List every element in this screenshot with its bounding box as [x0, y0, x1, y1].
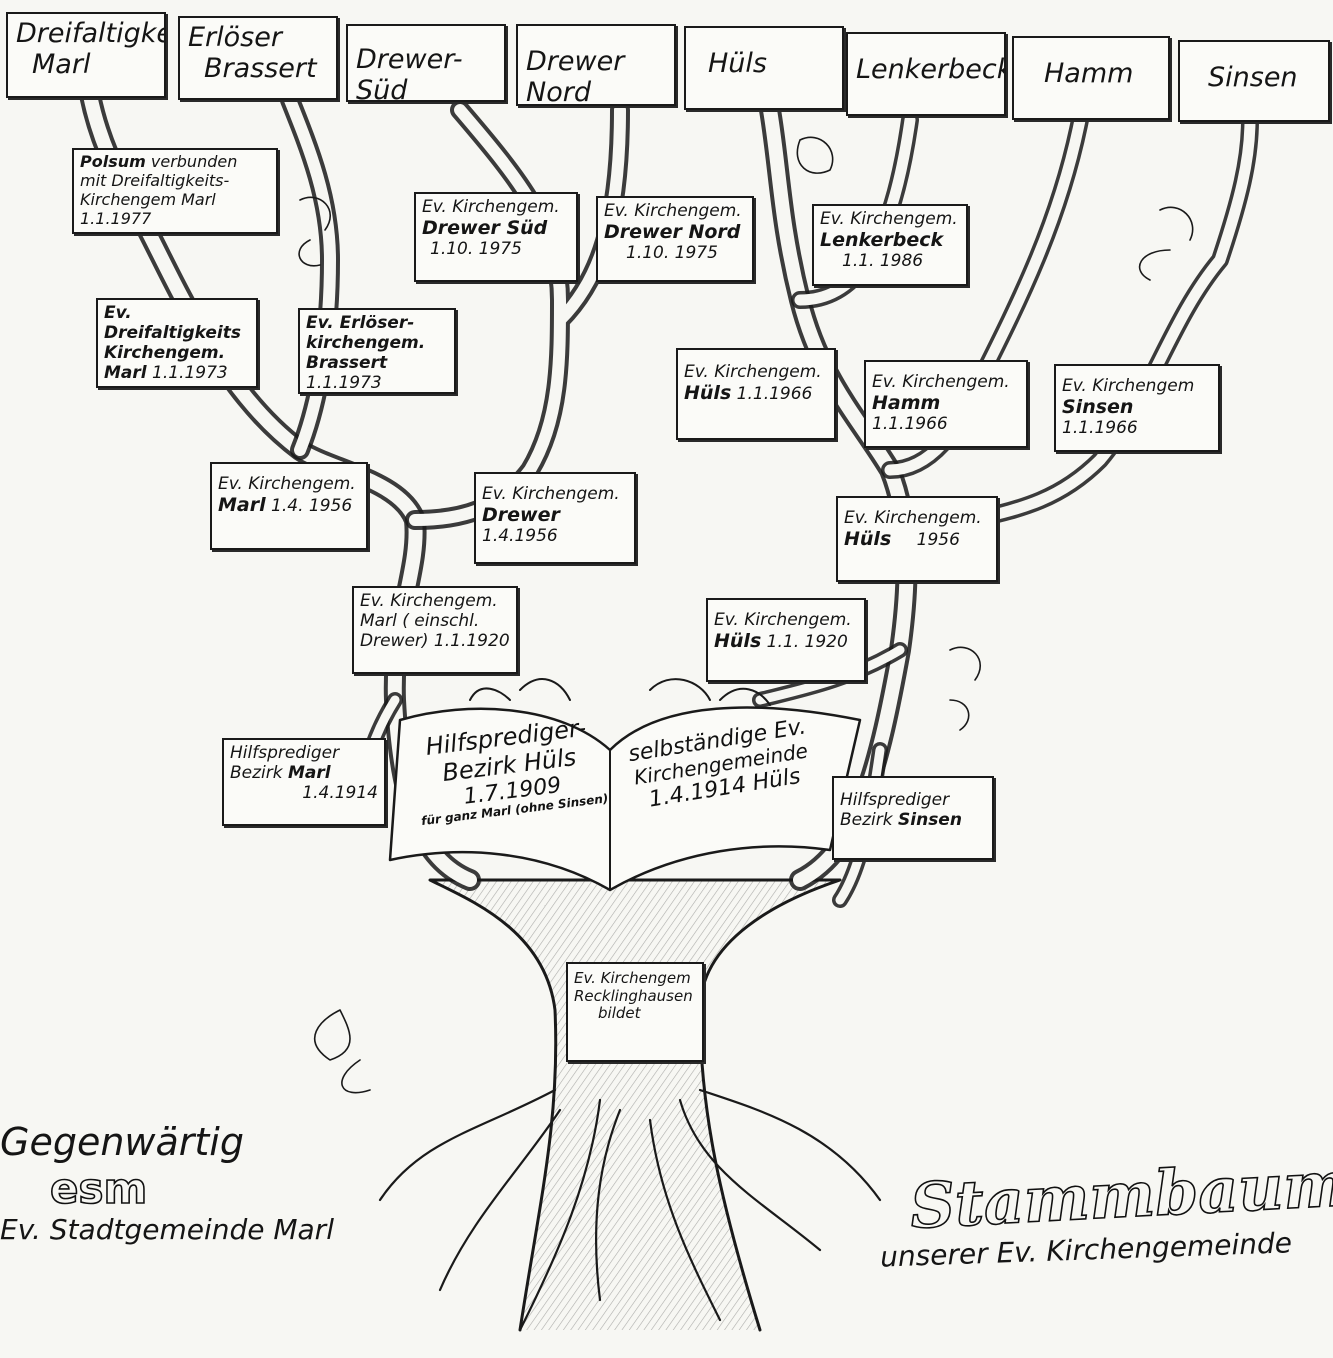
top-box-lenkerbeck: Lenkerbeck [846, 32, 1006, 116]
top-box-line2: Marl [16, 49, 156, 80]
node-bold2: kirchengem. [306, 333, 448, 353]
node-bold: Hamm [872, 392, 940, 414]
node-date: 1.4. 1956 [266, 496, 353, 516]
node-line2: mit Dreifaltigkeits- [80, 172, 270, 191]
top-box-dreifaltigkeit: Dreifaltigkeit Marl [6, 12, 166, 98]
node-lenkerbeck-1986: Ev. Kirchengem. Lenkerbeck 1.1. 1986 [812, 204, 968, 286]
node-date: 1.4.1956 [482, 526, 558, 546]
top-box-huels: Hüls [684, 26, 844, 110]
top-box-line1: Sinsen [1188, 62, 1320, 93]
node-line1: Ev. Kirchengem [1062, 376, 1212, 396]
top-box-line1: Hüls [694, 48, 834, 79]
node-bold: Sinsen [898, 810, 962, 830]
top-box-line1: Hamm [1022, 58, 1160, 89]
node-line3: bildet [574, 1005, 696, 1023]
node-bold: Lenkerbeck [820, 229, 960, 251]
node-bold: Sinsen [1062, 396, 1133, 418]
node-line1: Ev. Kirchengem [574, 970, 696, 988]
top-box-line1: Drewer Nord [526, 46, 666, 106]
node-line1: Hilfsprediger [230, 743, 378, 763]
node-line1: Ev. Kirchengem. [872, 372, 1020, 392]
node-marl-1956: Ev. Kirchengem. Marl 1.4. 1956 [210, 462, 368, 550]
node-line3: 1.4.1914 [230, 783, 378, 803]
node-date: 1.1.1973 [147, 363, 228, 383]
node-line1: Ev. Kirchengem. [820, 209, 960, 229]
top-box-line2: Brassert [188, 53, 328, 84]
node-line1: verbunden [146, 152, 238, 171]
node-huels-1966: Ev. Kirchengem. Hüls 1.1.1966 [676, 348, 836, 440]
node-bold: Marl [218, 494, 266, 516]
top-box-erloeser: Erlöser Brassert [178, 16, 338, 100]
node-line1: Ev. Kirchengem. [482, 484, 628, 504]
node-line1: Hilfsprediger [840, 790, 986, 810]
node-line2: Marl ( einschl. [360, 611, 510, 631]
node-bold: Drewer Süd [422, 217, 570, 239]
node-line1: Ev. Kirchengem. [218, 474, 360, 494]
top-box-drewer-nord: Drewer Nord [516, 24, 676, 106]
legend-current: Gegenwärtig esm Ev. Stadtgemeinde Marl [0, 1120, 360, 1246]
top-box-sinsen: Sinsen [1178, 40, 1330, 122]
top-box-line1: Drewer-Süd [356, 44, 496, 102]
node-date: 1.1.1966 [1062, 418, 1138, 438]
top-box-hamm: Hamm [1012, 36, 1170, 120]
node-line1: Ev. Kirchengem. [684, 362, 828, 382]
node-line3: 1.10. 1975 [604, 243, 746, 263]
node-drewer-sued-1975: Ev. Kirchengem. Drewer Süd 1.10. 1975 [414, 192, 578, 282]
node-line2: Bezirk [840, 810, 898, 830]
node-polsum: Polsum verbunden mit Dreifaltigkeits- Ki… [72, 148, 278, 234]
node-line1: Ev. Kirchengem. [360, 591, 510, 611]
top-box-line1: Erlöser [188, 22, 328, 53]
top-box-line1: Lenkerbeck [856, 54, 996, 85]
node-bold2: Kirchengem. [104, 343, 250, 363]
node-date: 1.1. 1920 [761, 632, 848, 652]
node-line3: 1.1. 1986 [820, 251, 960, 271]
node-line3: Kirchengem Marl 1.1.1977 [80, 191, 270, 229]
node-date: 1.1.1966 [731, 384, 812, 404]
legend-line1: Gegenwärtig [0, 1120, 360, 1164]
node-drewer-1956: Ev. Kirchengem. Drewer 1.4.1956 [474, 472, 636, 564]
node-hamm-1966: Ev. Kirchengem. Hamm 1.1.1966 [864, 360, 1028, 448]
node-marl-1914: Hilfsprediger Bezirk Marl 1.4.1914 [222, 738, 386, 826]
node-drewer-nord-1975: Ev. Kirchengem. Drewer Nord 1.10. 1975 [596, 196, 754, 282]
node-date: 1.1.1973 [306, 373, 382, 393]
legend-title: Stammbaum unserer Ev. Kirchengemeinde [880, 1160, 1320, 1266]
node-line2: Bezirk [230, 763, 288, 783]
node-line1: Ev. Kirchengem. [422, 197, 570, 217]
node-bold: Drewer Nord [604, 221, 746, 243]
legend-esm-logo: esm [0, 1164, 360, 1213]
node-bold: Drewer [482, 504, 560, 526]
node-sinsen-bezirk: Hilfsprediger Bezirk Sinsen [832, 776, 994, 860]
node-bold1: Ev. Dreifaltigkeits [104, 303, 250, 343]
top-box-line1: Dreifaltigkeit [16, 18, 156, 49]
node-erloeser-1973: Ev. Erlöser- kirchengem. Brassert 1.1.19… [298, 308, 456, 394]
node-line3: Drewer) 1.1.1920 [360, 631, 510, 651]
node-bold3: Brassert [306, 353, 387, 373]
node-line1: Ev. Kirchengem. [844, 508, 990, 528]
node-bold: Marl [288, 763, 331, 783]
node-dreifaltigkeit-1973: Ev. Dreifaltigkeits Kirchengem. Marl 1.1… [96, 298, 258, 388]
node-line1: Ev. Kirchengem. [604, 201, 746, 221]
node-huels-1920: Ev. Kirchengem. Hüls 1.1. 1920 [706, 598, 866, 682]
node-bold: Hüls [714, 630, 761, 652]
node-huels-1956: Ev. Kirchengem. Hüls 1956 [836, 496, 998, 582]
node-sinsen-1966: Ev. Kirchengem Sinsen 1.1.1966 [1054, 364, 1220, 452]
node-bold: Polsum [80, 152, 146, 171]
node-bold: Hüls [844, 528, 891, 550]
node-marl-1920: Ev. Kirchengem. Marl ( einschl. Drewer) … [352, 586, 518, 674]
legend-line3: Ev. Stadtgemeinde Marl [0, 1213, 360, 1246]
trunk [430, 880, 840, 1330]
node-line1: Ev. Kirchengem. [714, 610, 858, 630]
node-line2: Recklinghausen [574, 988, 696, 1006]
top-box-drewer-sued: Drewer-Süd [346, 24, 506, 102]
node-date: 1956 [891, 530, 960, 550]
node-line3: 1.10. 1975 [422, 239, 570, 259]
node-recklinghausen: Ev. Kirchengem Recklinghausen bildet [566, 962, 704, 1062]
node-bold1: Ev. Erlöser- [306, 313, 448, 333]
node-bold: Hüls [684, 382, 731, 404]
node-date: 1.1.1966 [872, 414, 948, 434]
node-bold3: Marl [104, 363, 147, 383]
